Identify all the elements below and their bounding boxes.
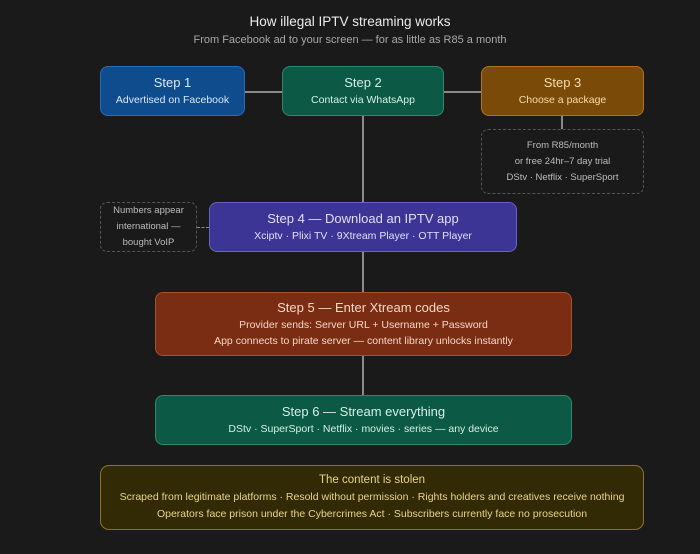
- connector-step4-step5: [362, 252, 364, 292]
- step-3-title: Step 3: [543, 75, 582, 90]
- warning-line: Scraped from legitimate platforms · Reso…: [119, 491, 625, 503]
- package-note: From R85/month or free 24hr–7 day trial …: [481, 129, 644, 194]
- step-4-box: Step 4 — Download an IPTV app Xciptv · P…: [209, 202, 517, 252]
- numbers-note-line: bought VoIP: [122, 237, 175, 248]
- step-4-desc: Xciptv · Plixi TV · 9Xtream Player · OTT…: [254, 230, 472, 242]
- connector-step3-note: [561, 116, 563, 129]
- step-1-box: Step 1 Advertised on Facebook: [100, 66, 245, 116]
- connector-step2-step3: [444, 91, 481, 93]
- step-2-box: Step 2 Contact via WhatsApp: [282, 66, 444, 116]
- step-5-desc: Provider sends: Server URL + Username + …: [239, 319, 488, 331]
- connector-step1-step2: [245, 91, 282, 93]
- package-note-line: From R85/month: [526, 139, 599, 151]
- connector-note-step4: [197, 227, 209, 228]
- warning-line: Operators face prison under the Cybercri…: [156, 508, 588, 520]
- step-2-title: Step 2: [344, 75, 382, 90]
- step-5-desc: App connects to pirate server — content …: [214, 335, 513, 347]
- step-4-title: Step 4 — Download an IPTV app: [267, 211, 459, 226]
- connector-step2-step4: [362, 116, 364, 202]
- package-note-line: DStv · Netflix · SuperSport: [506, 171, 619, 183]
- step-2-desc: Contact via WhatsApp: [311, 94, 415, 106]
- numbers-note-line: Numbers appear: [113, 205, 184, 216]
- step-6-title: Step 6 — Stream everything: [281, 404, 446, 419]
- warning-box: The content is stolen Scraped from legit…: [100, 465, 644, 530]
- step-1-title: Step 1: [153, 75, 192, 90]
- diagram-subtitle: From Facebook ad to your screen — for as…: [193, 34, 507, 46]
- warning-title: The content is stolen: [318, 474, 426, 486]
- numbers-note: Numbers appear international — bought Vo…: [100, 202, 197, 252]
- connector-step5-step6: [362, 356, 364, 395]
- step-5-box: Step 5 — Enter Xtream codes Provider sen…: [155, 292, 572, 356]
- step-5-title: Step 5 — Enter Xtream codes: [277, 300, 450, 315]
- package-note-line: or free 24hr–7 day trial: [514, 155, 611, 167]
- diagram-title: How illegal IPTV streaming works: [249, 14, 451, 29]
- step-6-desc: DStv · SuperSport · Netflix · movies · s…: [228, 423, 499, 435]
- step-3-box: Step 3 Choose a package: [481, 66, 644, 116]
- step-3-desc: Choose a package: [518, 94, 607, 106]
- step-1-desc: Advertised on Facebook: [115, 94, 230, 106]
- numbers-note-line: international —: [116, 221, 181, 232]
- step-6-box: Step 6 — Stream everything DStv · SuperS…: [155, 395, 572, 445]
